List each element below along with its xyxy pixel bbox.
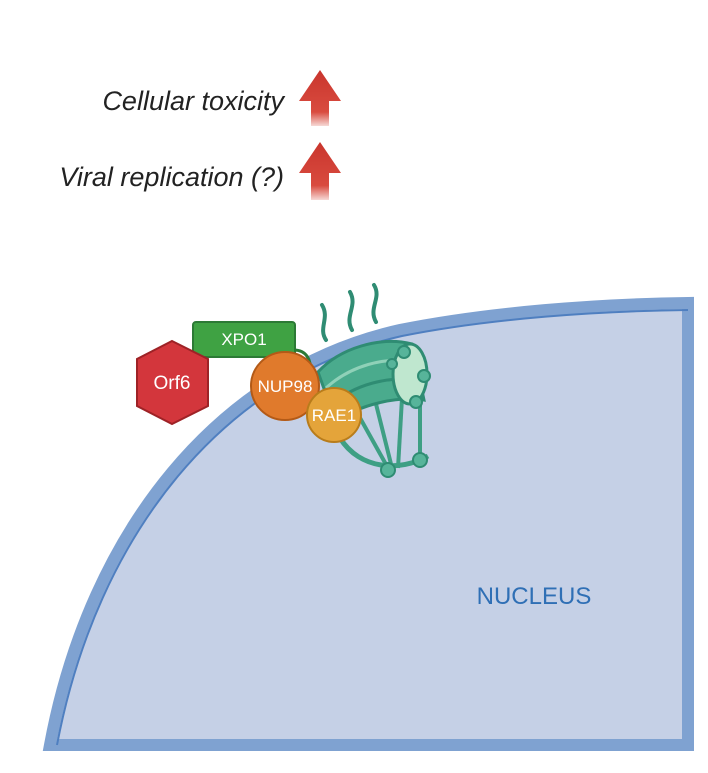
xpo1-protein: XPO1: [192, 321, 312, 373]
basket-knob: [412, 452, 428, 468]
effect-viral-replication: Viral replication (?): [59, 142, 341, 200]
rae1-protein: RAE1: [306, 387, 362, 443]
nup98-shape: [250, 351, 320, 421]
basket-knob: [380, 462, 396, 478]
pore-ring-knob: [409, 395, 423, 409]
rae1-shape: [306, 387, 362, 443]
pore-filament: [320, 303, 328, 342]
effect-label-cellular-toxicity: Cellular toxicity: [102, 86, 285, 116]
basket-spoke: [373, 399, 394, 469]
xpo1-shape: [192, 321, 296, 358]
effect-label-viral-replication: Viral replication (?): [59, 162, 284, 192]
xpo1-label: XPO1: [221, 330, 266, 349]
pore-filament: [371, 283, 379, 324]
nucleus: NUCLEUS: [42, 296, 694, 751]
pore-ring-knob: [417, 369, 431, 383]
pore-ring-knob: [386, 358, 398, 370]
rae1-label: RAE1: [312, 406, 356, 425]
nup98-label: NUP98: [258, 377, 313, 396]
up-arrow-icon: [299, 70, 341, 126]
nucleus-body: [42, 296, 694, 751]
up-arrow-icon: [299, 142, 341, 200]
nucleus-label: NUCLEUS: [477, 583, 592, 610]
orf6-protein: Orf6: [136, 339, 209, 426]
pore-filament: [347, 290, 355, 332]
nup98-protein: NUP98: [250, 351, 320, 421]
orf6-shape: [136, 339, 209, 426]
pore-ring-knob: [397, 345, 411, 359]
basket-spoke: [396, 397, 404, 469]
effect-cellular-toxicity: Cellular toxicity: [102, 70, 341, 126]
orf6-label: Orf6: [154, 373, 191, 394]
